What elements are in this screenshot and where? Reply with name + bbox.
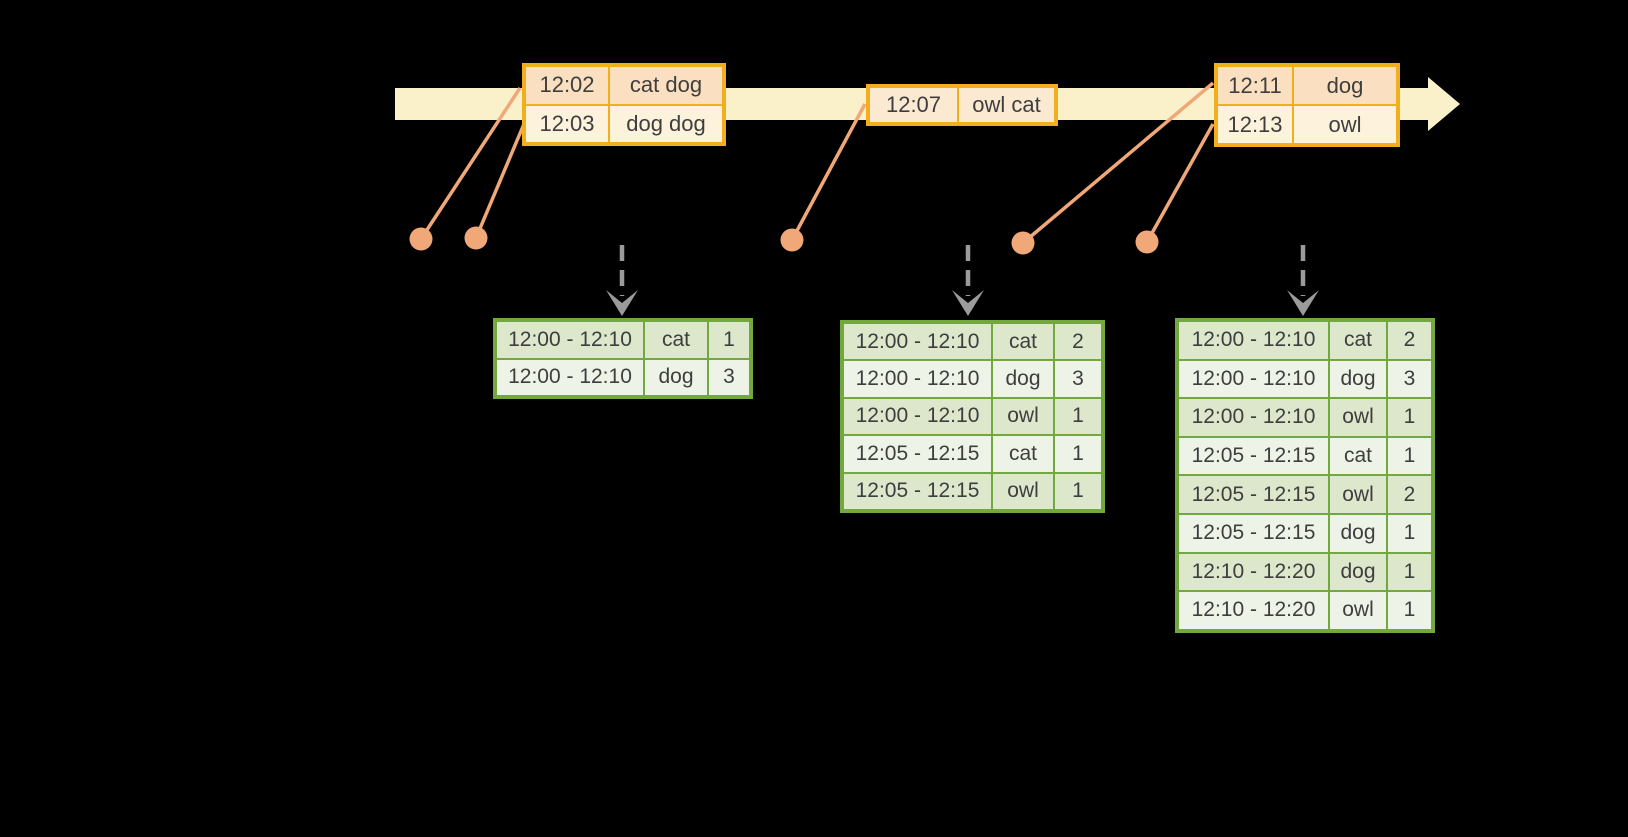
count-cell: 1 [1054,397,1102,436]
count-cell: 1 [1054,472,1102,510]
event-dot-icon [780,228,804,252]
event-words-cell: dog dog [609,104,723,143]
event-time-cell: 12:02 [525,66,609,105]
trigger-arrowhead-icon [952,290,984,316]
event-time-cell: 12:03 [525,104,609,143]
event-words-cell: owl [1293,105,1397,144]
event-words-cell: cat dog [609,66,723,105]
window-cell: 12:05 - 12:15 [843,435,992,473]
window-cell: 12:00 - 12:10 [843,323,992,361]
count-cell: 1 [1387,552,1432,592]
event-time-cell: 12:07 [869,87,958,123]
window-cell: 12:00 - 12:10 [843,397,992,436]
window-cell: 12:00 - 12:10 [1178,321,1329,360]
count-cell: 1 [1387,398,1432,437]
event-connector-line [790,103,867,241]
word-cell: cat [1329,436,1387,476]
event-time-cell: 12:13 [1217,105,1293,144]
event-dot-icon [1135,230,1159,254]
window-cell: 12:05 - 12:15 [1178,436,1329,476]
count-cell: 3 [1387,359,1432,399]
word-cell: cat [992,435,1054,473]
word-cell: owl [1329,591,1387,630]
event-connector-line [474,123,526,239]
event-words-cell: owl cat [958,87,1055,123]
word-cell: cat [992,323,1054,361]
count-cell: 1 [1387,513,1432,553]
trigger-arrowhead-icon [1287,290,1319,316]
window-cell: 12:00 - 12:10 [1178,398,1329,437]
count-cell: 1 [1054,435,1102,473]
window-cell: 12:10 - 12:20 [1178,591,1329,630]
count-cell: 2 [1054,323,1102,361]
trigger-arrowhead-icon [606,290,638,316]
word-cell: owl [1329,398,1387,437]
count-cell: 2 [1387,321,1432,360]
timeline-arrowhead-icon [1428,77,1460,131]
count-cell: 3 [708,358,750,396]
word-cell: owl [992,397,1054,436]
word-cell: cat [1329,321,1387,360]
count-cell: 1 [1387,436,1432,476]
event-dot-icon [409,227,433,251]
window-cell: 12:00 - 12:10 [496,358,644,396]
window-cell: 12:00 - 12:10 [843,360,992,398]
window-cell: 12:05 - 12:15 [843,472,992,510]
word-cell: owl [1329,475,1387,514]
count-cell: 1 [708,321,750,359]
count-cell: 3 [1054,360,1102,398]
word-cell: cat [644,321,708,359]
window-cell: 12:00 - 12:10 [496,321,644,359]
count-cell: 1 [1387,591,1432,630]
word-cell: dog [1329,552,1387,592]
word-cell: dog [992,360,1054,398]
event-dot-icon [464,226,488,250]
word-cell: dog [1329,359,1387,399]
word-cell: dog [1329,513,1387,553]
window-cell: 12:10 - 12:20 [1178,552,1329,592]
window-cell: 12:00 - 12:10 [1178,359,1329,399]
word-cell: owl [992,472,1054,510]
window-cell: 12:05 - 12:15 [1178,513,1329,553]
word-cell: dog [644,358,708,396]
event-connector-line [1145,123,1215,243]
event-time-cell: 12:11 [1217,66,1293,105]
event-words-cell: dog [1293,66,1397,105]
window-cell: 12:05 - 12:15 [1178,475,1329,514]
event-dot-icon [1011,231,1035,255]
count-cell: 2 [1387,475,1432,514]
